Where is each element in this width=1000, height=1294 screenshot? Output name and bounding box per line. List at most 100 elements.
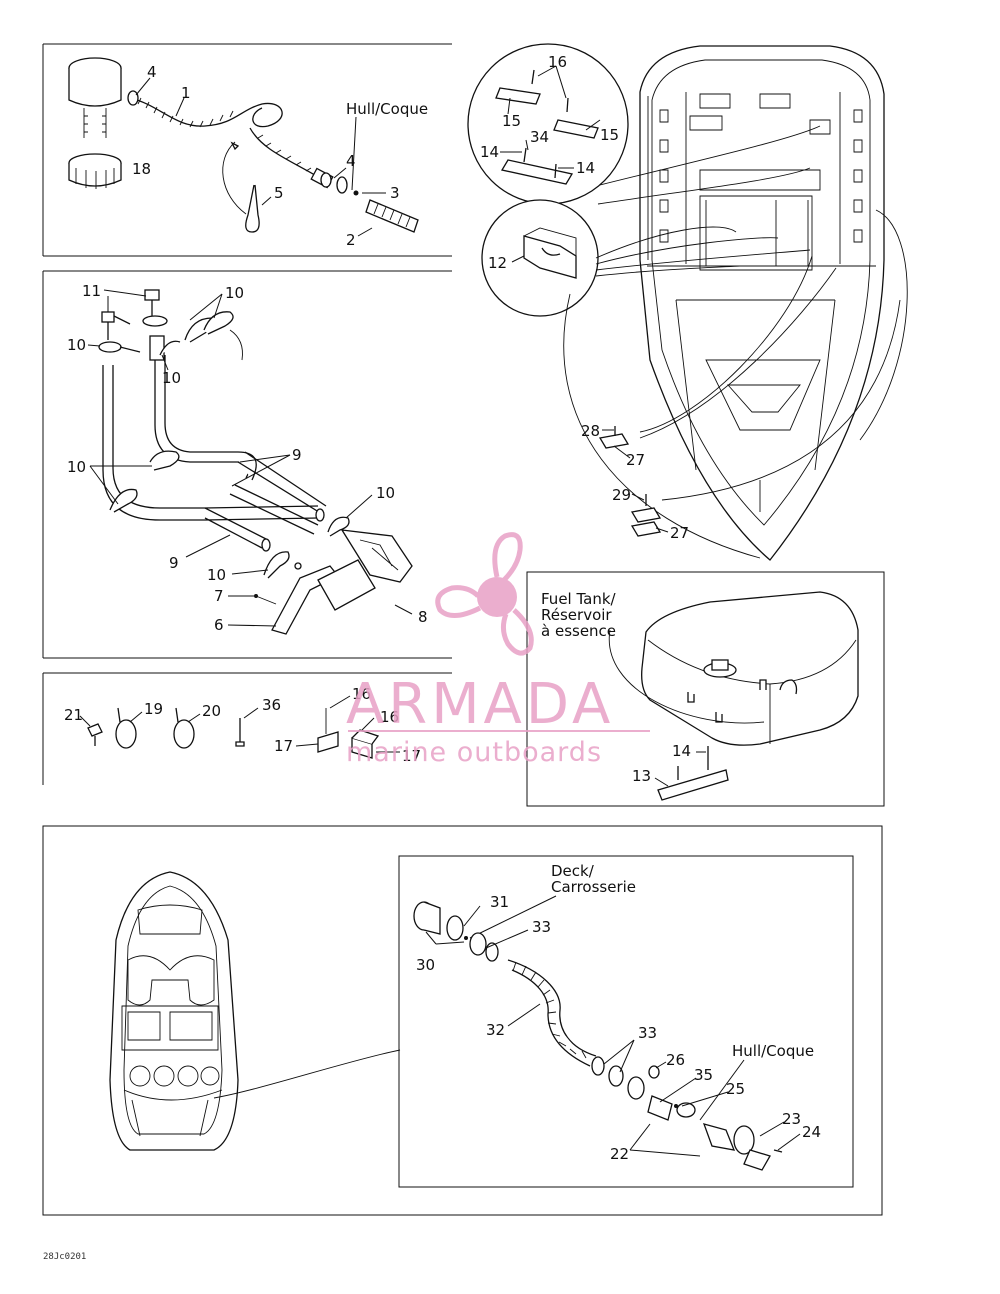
deck-vent-group: Deck/ Carrosserie	[413, 862, 814, 1171]
tank-strap-detail-circle	[467, 43, 629, 205]
retaining-ring-part-18	[68, 153, 122, 189]
callout-1: 1	[181, 84, 191, 102]
callout-19: 19	[144, 700, 163, 718]
callout-23: 23	[782, 1110, 801, 1128]
clamp-part-20	[173, 707, 195, 749]
callout-27: 27	[670, 524, 689, 542]
clamps-part-10	[98, 311, 350, 579]
deck-label-fr: Carrosserie	[551, 878, 636, 896]
callout-33: 33	[638, 1024, 657, 1042]
callout-16: 16	[380, 708, 399, 726]
callout-27: 27	[626, 451, 645, 469]
fuel-tank-label-en: Fuel Tank/	[541, 590, 617, 608]
check-valve-part-8	[317, 529, 413, 611]
deck-label-en: Deck/	[551, 862, 595, 880]
callout-15: 15	[502, 112, 521, 130]
watermark-tagline: marine outboards	[346, 737, 602, 768]
callout-32: 32	[486, 1021, 505, 1039]
propeller-logo-icon	[435, 532, 534, 656]
callout-9: 9	[292, 446, 302, 464]
drawing-code: 28Jc0201	[43, 1252, 86, 1262]
hull-top-view	[639, 45, 885, 561]
hull-label-top: Hull/Coque	[346, 100, 428, 118]
callout-22: 22	[610, 1145, 629, 1163]
vent-hose-part-32	[507, 959, 597, 1067]
support-block-part-12	[523, 227, 577, 279]
callout-5: 5	[274, 184, 284, 202]
callout-16: 16	[352, 685, 371, 703]
rivets-part-14-16	[523, 69, 569, 179]
strap-part-5	[222, 141, 260, 233]
callout-4: 4	[346, 152, 356, 170]
callout-7: 7	[214, 587, 224, 605]
vent-tube-part-9	[102, 355, 327, 552]
callout-10: 10	[67, 336, 86, 354]
callout-10: 10	[67, 458, 86, 476]
callout-8: 8	[418, 608, 428, 626]
callout-9: 9	[169, 554, 179, 572]
filler-hose-group: Hull/Coque	[68, 57, 428, 237]
armada-watermark: ARMADA marine outboards	[346, 532, 650, 768]
callout-10: 10	[207, 566, 226, 584]
vent-lines-group	[87, 289, 413, 635]
fuel-tank-label-fr-2: à essence	[541, 622, 616, 640]
callout-4: 4	[147, 63, 157, 81]
callout-2: 2	[346, 231, 356, 249]
bracket-part-17	[317, 708, 380, 759]
callout-21: 21	[64, 706, 83, 724]
callout-10: 10	[162, 369, 181, 387]
strap-part-15	[495, 87, 599, 139]
callout-6: 6	[214, 616, 224, 634]
callout-28: 28	[581, 422, 600, 440]
fuel-cap	[68, 57, 122, 138]
callout-15: 15	[600, 126, 619, 144]
callout-3: 3	[390, 184, 400, 202]
screw-part-7	[254, 594, 277, 605]
rivet-part-36	[235, 718, 245, 747]
callout-35: 35	[694, 1066, 713, 1084]
support-block-circle	[481, 199, 599, 317]
callout-24: 24	[802, 1123, 821, 1141]
fuel-tank-label-fr-1: Réservoir	[541, 606, 612, 624]
section-frames	[42, 43, 885, 1216]
callout-14: 14	[672, 742, 691, 760]
callout-31: 31	[490, 893, 509, 911]
callout-33: 33	[532, 918, 551, 936]
hull-label-bottom: Hull/Coque	[732, 1042, 814, 1060]
callout-20: 20	[202, 702, 221, 720]
fuel-tank	[641, 591, 859, 746]
pad-part-34	[500, 159, 574, 185]
hardware-row	[79, 695, 400, 759]
deck-top-view	[109, 871, 401, 1151]
callout-25: 25	[726, 1080, 745, 1098]
screw-part-21	[87, 723, 103, 746]
callout-13: 13	[632, 767, 651, 785]
callout-10: 10	[225, 284, 244, 302]
callout-11: 11	[82, 282, 101, 300]
strap-part-13	[657, 746, 729, 801]
fuel-tank-group: Fuel Tank/ Réservoir à essence	[541, 590, 859, 801]
callout-18: 18	[132, 160, 151, 178]
pads-part-27	[598, 426, 669, 537]
watermark-brand: ARMADA	[346, 672, 614, 737]
callout-34: 34	[530, 128, 549, 146]
callout-30: 30	[416, 956, 435, 974]
deck-fitting-part-30	[413, 901, 499, 962]
clamp-part-19	[115, 707, 137, 749]
callout-16: 16	[548, 53, 567, 71]
callout-12: 12	[488, 254, 507, 272]
callout-29: 29	[612, 486, 631, 504]
callout-36: 36	[262, 696, 281, 714]
hull-fitting-parts-22-26	[591, 1056, 783, 1171]
callout-17: 17	[402, 747, 421, 765]
callout-14: 14	[576, 159, 595, 177]
callout-14: 14	[480, 143, 499, 161]
hose-clamp-part-4	[127, 90, 332, 188]
callout-26: 26	[666, 1051, 685, 1069]
callout-10: 10	[376, 484, 395, 502]
callout-17: 17	[274, 737, 293, 755]
detail-leader-lines	[563, 125, 908, 559]
fitting-part-2	[336, 176, 419, 233]
callout-numbers: 4 1 18 4 3 5 2 11 10 10 10 10 9 10 9 10 …	[64, 53, 821, 1163]
